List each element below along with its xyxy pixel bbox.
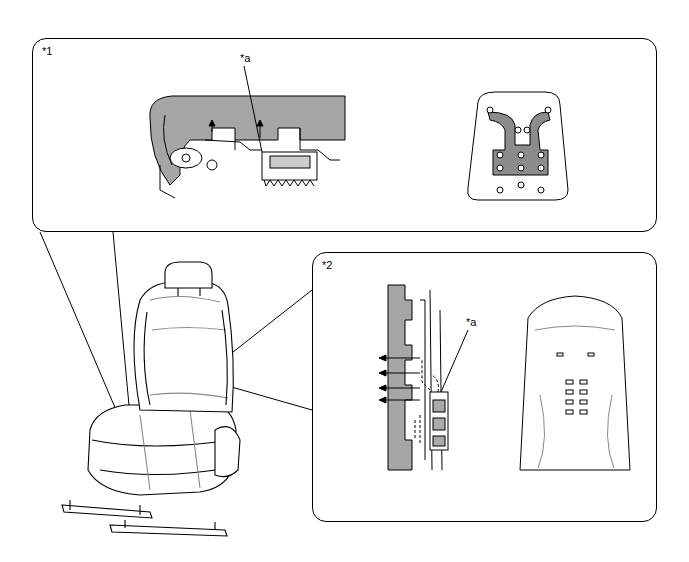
- callout-panel: *1: [32, 38, 657, 232]
- seat: [62, 262, 240, 536]
- cushion-section: [150, 96, 345, 198]
- callout-panel: *2: [312, 252, 657, 522]
- leader-line: [244, 66, 262, 152]
- callout-label: *a: [466, 316, 476, 328]
- seatback-view: [520, 296, 630, 470]
- callout-label: *a: [240, 52, 250, 64]
- callout-number: *2: [322, 259, 332, 271]
- leader-line: [441, 330, 468, 392]
- seatback-section: [379, 285, 448, 470]
- cushion-top-view: [468, 92, 568, 200]
- callout-number: *1: [42, 45, 52, 57]
